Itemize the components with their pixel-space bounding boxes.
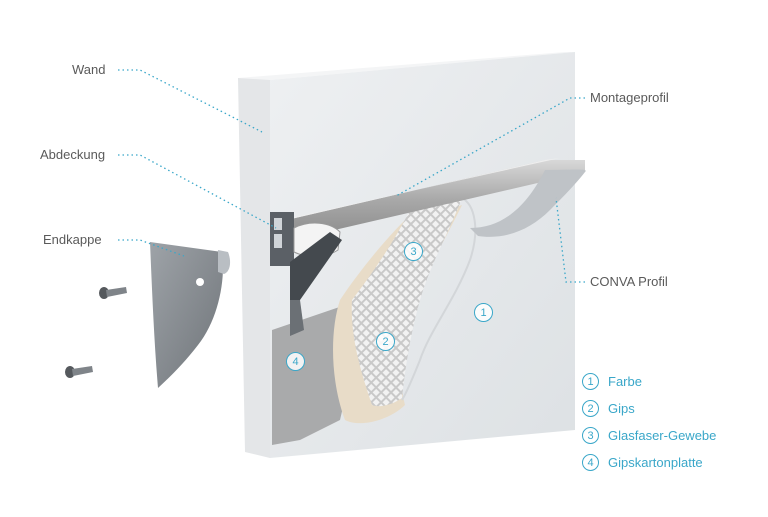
end-cap-part — [150, 242, 223, 388]
screw-upper — [99, 287, 127, 299]
badge-farbe: 1 — [474, 303, 493, 322]
legend-label: Glasfaser-Gewebe — [608, 428, 717, 443]
legend: 1 Farbe 2 Gips 3 Glasfaser-Gewebe 4 Gips… — [582, 368, 762, 476]
mounting-profile-rail — [278, 160, 585, 238]
profile-cross-section — [270, 212, 342, 336]
callout-endkappe: Endkappe — [43, 232, 102, 247]
fiberglass-mesh-layer — [351, 198, 462, 407]
legend-number: 2 — [582, 400, 599, 417]
legend-label: Gips — [608, 401, 635, 416]
legend-item: 1 Farbe — [582, 368, 762, 395]
leader-wand — [118, 69, 263, 133]
legend-item: 2 Gips — [582, 395, 762, 422]
badge-gipskartonplatte: 4 — [286, 352, 305, 371]
callout-wand: Wand — [72, 62, 106, 77]
badge-gips: 2 — [376, 332, 395, 351]
end-cap-hole — [196, 278, 204, 286]
end-cap-lip — [218, 250, 231, 274]
legend-label: Gipskartonplatte — [608, 455, 703, 470]
legend-number: 3 — [582, 427, 599, 444]
callout-montageprofil: Montageprofil — [590, 90, 669, 105]
conva-profile-tail — [470, 169, 586, 237]
callout-abdeckung: Abdeckung — [40, 147, 106, 162]
legend-label: Farbe — [608, 374, 642, 389]
leader-conva — [555, 197, 585, 283]
leader-montageprofil — [395, 97, 585, 197]
legend-number: 1 — [582, 373, 599, 390]
wall-side-face — [238, 78, 270, 458]
legend-item: 4 Gipskartonplatte — [582, 449, 762, 476]
paint-layer-edge — [401, 197, 477, 401]
badge-glasfaser-gewebe: 3 — [404, 242, 423, 261]
screw-lower — [65, 366, 93, 378]
legend-item: 3 Glasfaser-Gewebe — [582, 422, 762, 449]
wall-top-face — [238, 52, 575, 80]
callout-conva-profil: CONVA Profil — [590, 274, 668, 289]
legend-number: 4 — [582, 454, 599, 471]
leader-lines — [118, 69, 585, 283]
